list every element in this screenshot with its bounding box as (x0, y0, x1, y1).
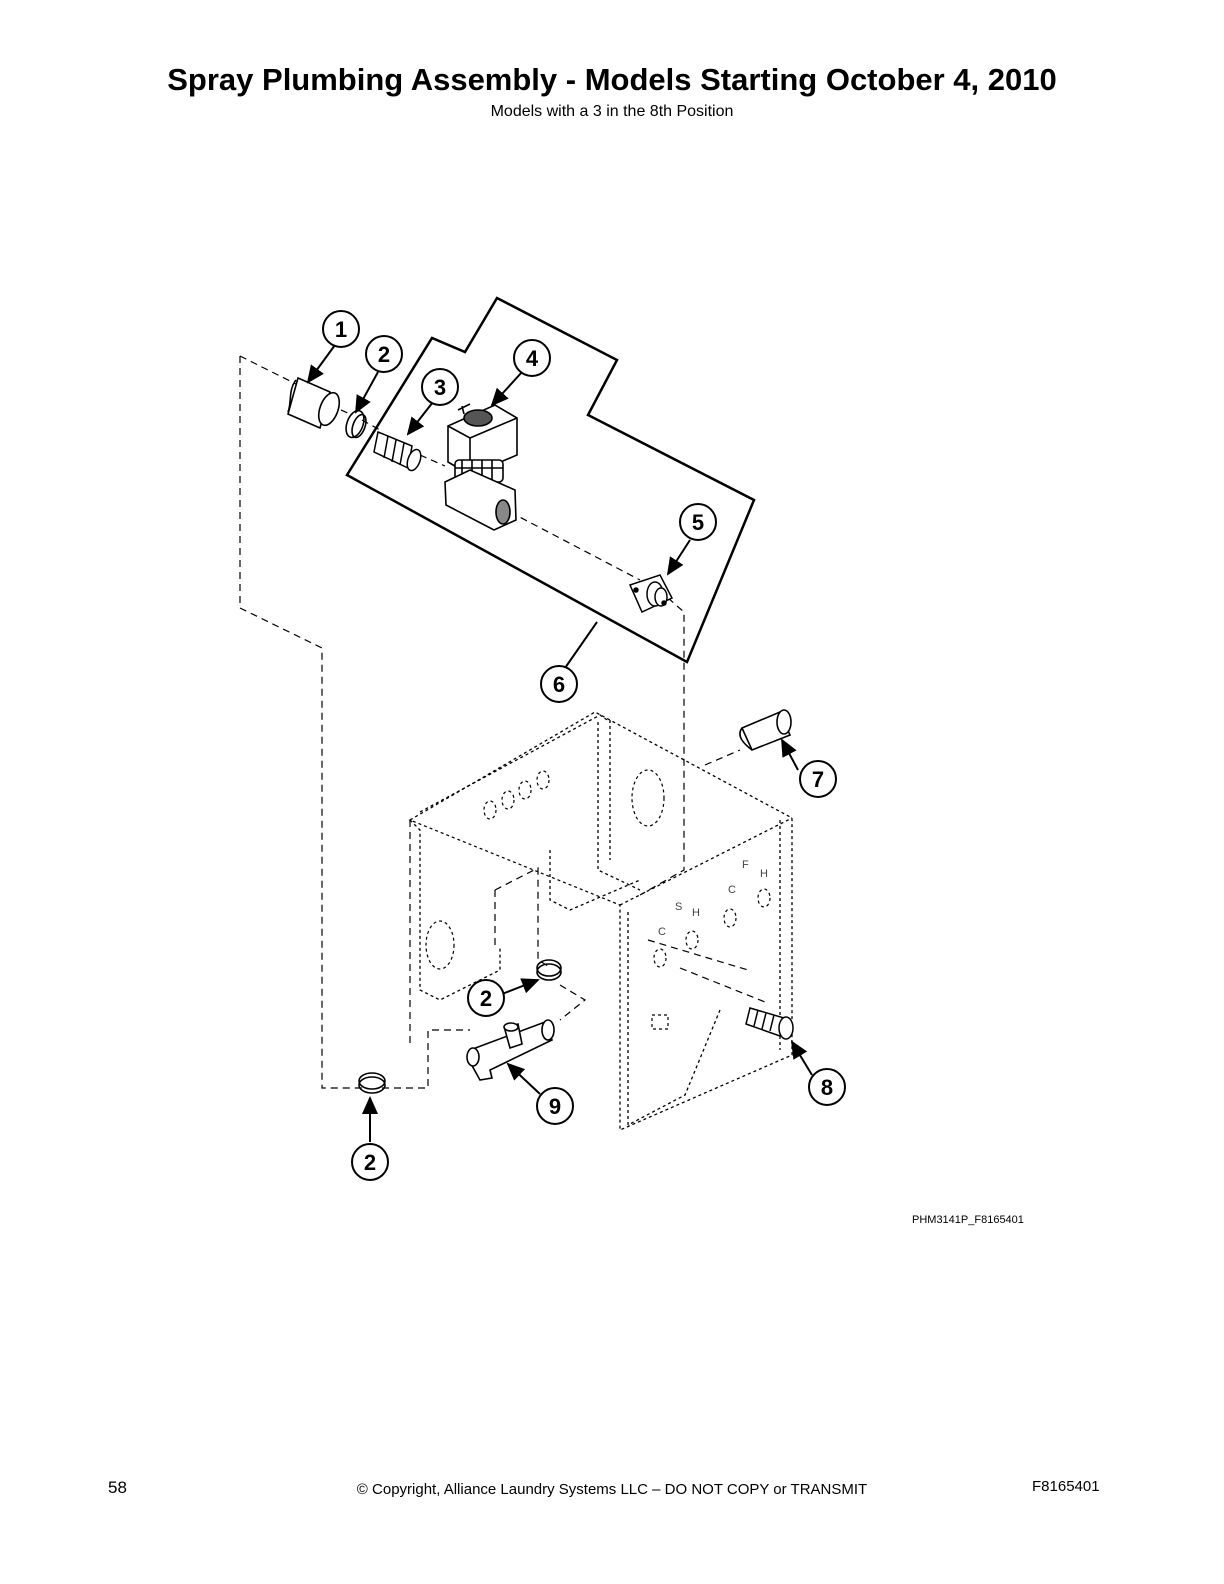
panel-letter: H (692, 907, 700, 919)
document-number: F8165401 (1032, 1478, 1100, 1495)
barb-fitting-part-3 (373, 430, 422, 472)
svg-text:3: 3 (434, 375, 446, 400)
barb-fitting-part-8 (745, 1007, 794, 1040)
tee-fitting-part-9 (466, 1019, 555, 1081)
cabinet-holes (425, 769, 771, 1030)
hose-part-1 (287, 376, 341, 430)
svg-text:1: 1 (335, 317, 347, 342)
hose-routing-lines (239, 355, 766, 1089)
callout-1: 1 (322, 310, 360, 348)
valve-kit-outline (345, 296, 756, 664)
svg-text:6: 6 (553, 672, 565, 697)
callout-4: 4 (513, 339, 551, 377)
cabinet-frame (408, 711, 793, 1131)
hose-clamp-part-2-bottom (358, 1072, 386, 1094)
svg-text:5: 5 (692, 510, 704, 535)
callout-7: 7 (799, 760, 837, 798)
copyright-notice: © Copyright, Alliance Laundry Systems LL… (356, 1481, 868, 1498)
panel-letter: H (760, 868, 768, 880)
svg-text:9: 9 (549, 1094, 561, 1119)
callout-9: 9 (536, 1087, 574, 1125)
hose-clamp-part-2-middle (536, 959, 562, 981)
svg-text:7: 7 (812, 767, 824, 792)
svg-text:4: 4 (526, 346, 539, 371)
svg-text:2: 2 (378, 342, 390, 367)
callout-3: 3 (421, 368, 459, 406)
callout-5: 5 (679, 503, 717, 541)
callout-6: 6 (540, 665, 578, 703)
cabinet-panel-letters: C S H C F H (658, 859, 768, 938)
page-title: Spray Plumbing Assembly - Models Startin… (167, 62, 1057, 97)
panel-letter: F (742, 859, 749, 871)
leader-line-6 (564, 621, 598, 669)
svg-text:2: 2 (364, 1150, 376, 1175)
svg-text:8: 8 (821, 1075, 833, 1100)
page-subtitle: Models with a 3 in the 8th Position (490, 103, 734, 120)
page-number: 58 (108, 1478, 127, 1497)
leader-lines (306, 344, 813, 1142)
solenoid-valve-part-4 (444, 403, 518, 531)
panel-letter: C (658, 926, 666, 938)
callout-2-middle: 2 (467, 979, 505, 1017)
figure-id: PHM3141P_F8165401 (912, 1214, 1024, 1226)
callout-2-bottom: 2 (351, 1143, 389, 1181)
panel-letter: S (675, 901, 682, 913)
panel-letter: C (728, 884, 736, 896)
callout-2-top: 2 (365, 335, 403, 373)
hose-part-7 (739, 709, 792, 752)
flange-fitting-part-5 (628, 574, 674, 614)
callout-8: 8 (808, 1068, 846, 1106)
svg-text:2: 2 (480, 986, 492, 1011)
